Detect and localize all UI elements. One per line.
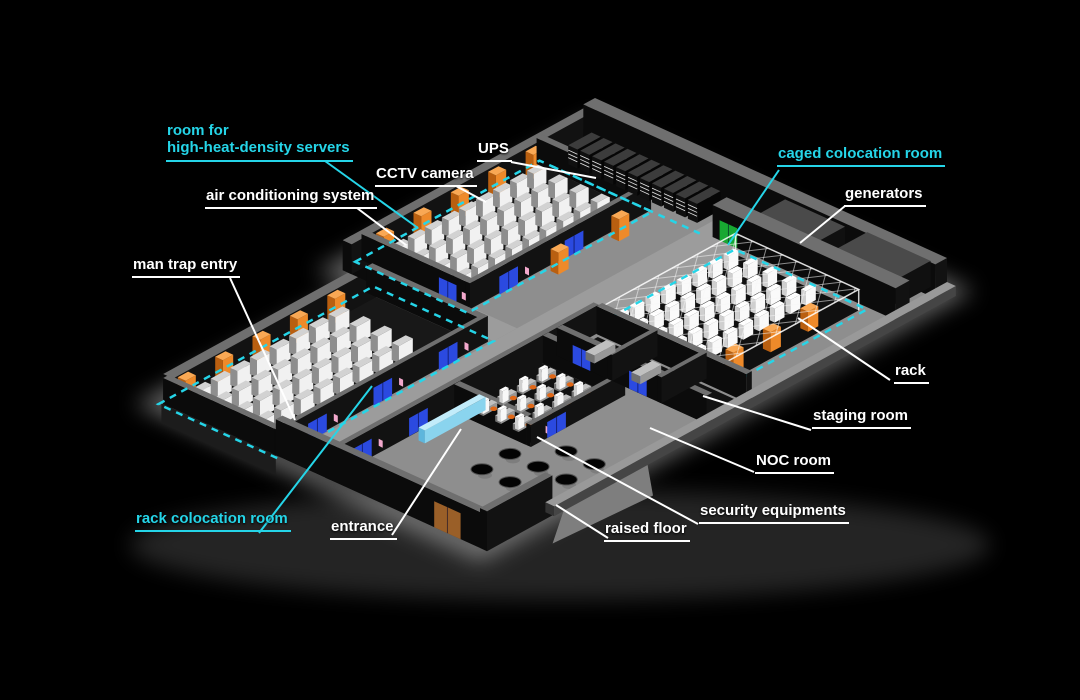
leader-high-heat-room bbox=[324, 160, 419, 229]
monitor bbox=[517, 394, 527, 412]
monitor bbox=[536, 383, 546, 401]
leader-ups bbox=[510, 161, 597, 179]
room-wall bbox=[657, 350, 707, 404]
rack-unit bbox=[734, 300, 750, 323]
rack-unit bbox=[699, 300, 715, 323]
entrance-turnstile bbox=[418, 394, 486, 444]
leader-caged-room bbox=[727, 169, 780, 246]
leader-entrance bbox=[391, 428, 462, 536]
leader-generators bbox=[799, 205, 846, 244]
chair bbox=[529, 385, 537, 390]
monitor bbox=[515, 413, 525, 430]
floor-hole bbox=[554, 445, 578, 458]
rack-unit bbox=[480, 210, 500, 237]
floor-hole bbox=[498, 476, 522, 489]
leader-rack-colocation-room bbox=[258, 385, 373, 534]
monitor bbox=[497, 405, 507, 422]
ups-row bbox=[551, 132, 721, 235]
leader-staging-room bbox=[702, 395, 812, 431]
card-reader bbox=[461, 291, 466, 301]
rack-unit bbox=[766, 283, 781, 306]
leader-noc-room bbox=[649, 427, 755, 473]
chair bbox=[547, 393, 555, 398]
rack-colocation-room bbox=[163, 263, 488, 457]
leader-rack bbox=[797, 317, 891, 381]
staging-rooms bbox=[556, 303, 752, 424]
chair bbox=[507, 414, 515, 419]
rack-unit bbox=[684, 309, 699, 331]
table bbox=[585, 340, 616, 364]
monitor bbox=[519, 375, 529, 393]
monitor bbox=[538, 365, 548, 382]
rack-unit bbox=[331, 347, 353, 375]
chair bbox=[490, 406, 498, 411]
chair bbox=[566, 382, 574, 387]
rack-unit bbox=[210, 370, 232, 399]
room-wall bbox=[596, 303, 752, 403]
floor-hole bbox=[582, 458, 606, 471]
rack-unit bbox=[292, 368, 314, 397]
card-reader bbox=[333, 413, 338, 423]
leader-raised-floor bbox=[555, 504, 609, 539]
floor-hole bbox=[526, 460, 550, 473]
cage-back-wall bbox=[712, 197, 910, 321]
floor-hole bbox=[470, 463, 494, 476]
room-wall bbox=[712, 197, 910, 321]
room-wall bbox=[607, 328, 658, 381]
front-wall bbox=[480, 472, 553, 552]
dashed-outline-high-heat bbox=[352, 159, 655, 315]
rack-unit bbox=[269, 338, 291, 367]
leader-security-equipments bbox=[536, 436, 699, 525]
chair bbox=[509, 395, 517, 401]
floor-hole bbox=[498, 447, 522, 460]
dashed-outline-rack-colocation bbox=[155, 285, 497, 461]
card-reader bbox=[525, 266, 529, 276]
outline-rack-colo bbox=[155, 285, 497, 461]
card-reader bbox=[378, 438, 383, 448]
ac-unit bbox=[611, 210, 630, 242]
rack-unit bbox=[311, 357, 333, 386]
rack-unit bbox=[497, 201, 517, 228]
floor-hole bbox=[554, 473, 578, 486]
leader-lines bbox=[229, 160, 891, 539]
table bbox=[631, 360, 662, 385]
leader-air-conditioning bbox=[356, 207, 407, 246]
rack-unit bbox=[372, 346, 394, 374]
monitor bbox=[556, 373, 566, 390]
raised-floor-edge bbox=[545, 282, 956, 517]
card-reader bbox=[399, 377, 404, 387]
card-reader bbox=[464, 342, 469, 351]
floor-ramp bbox=[552, 465, 653, 544]
chair bbox=[549, 374, 557, 379]
rack-unit bbox=[743, 257, 758, 279]
rack-unit bbox=[518, 211, 538, 238]
outline-high-heat bbox=[352, 159, 655, 315]
leader-cctv-camera bbox=[455, 185, 487, 203]
monitor bbox=[499, 386, 509, 404]
front-walls bbox=[275, 282, 956, 552]
leader-man-trap-entry bbox=[229, 277, 296, 421]
chair bbox=[527, 403, 535, 409]
rack-unit bbox=[463, 220, 483, 247]
rack-unit bbox=[484, 229, 504, 256]
